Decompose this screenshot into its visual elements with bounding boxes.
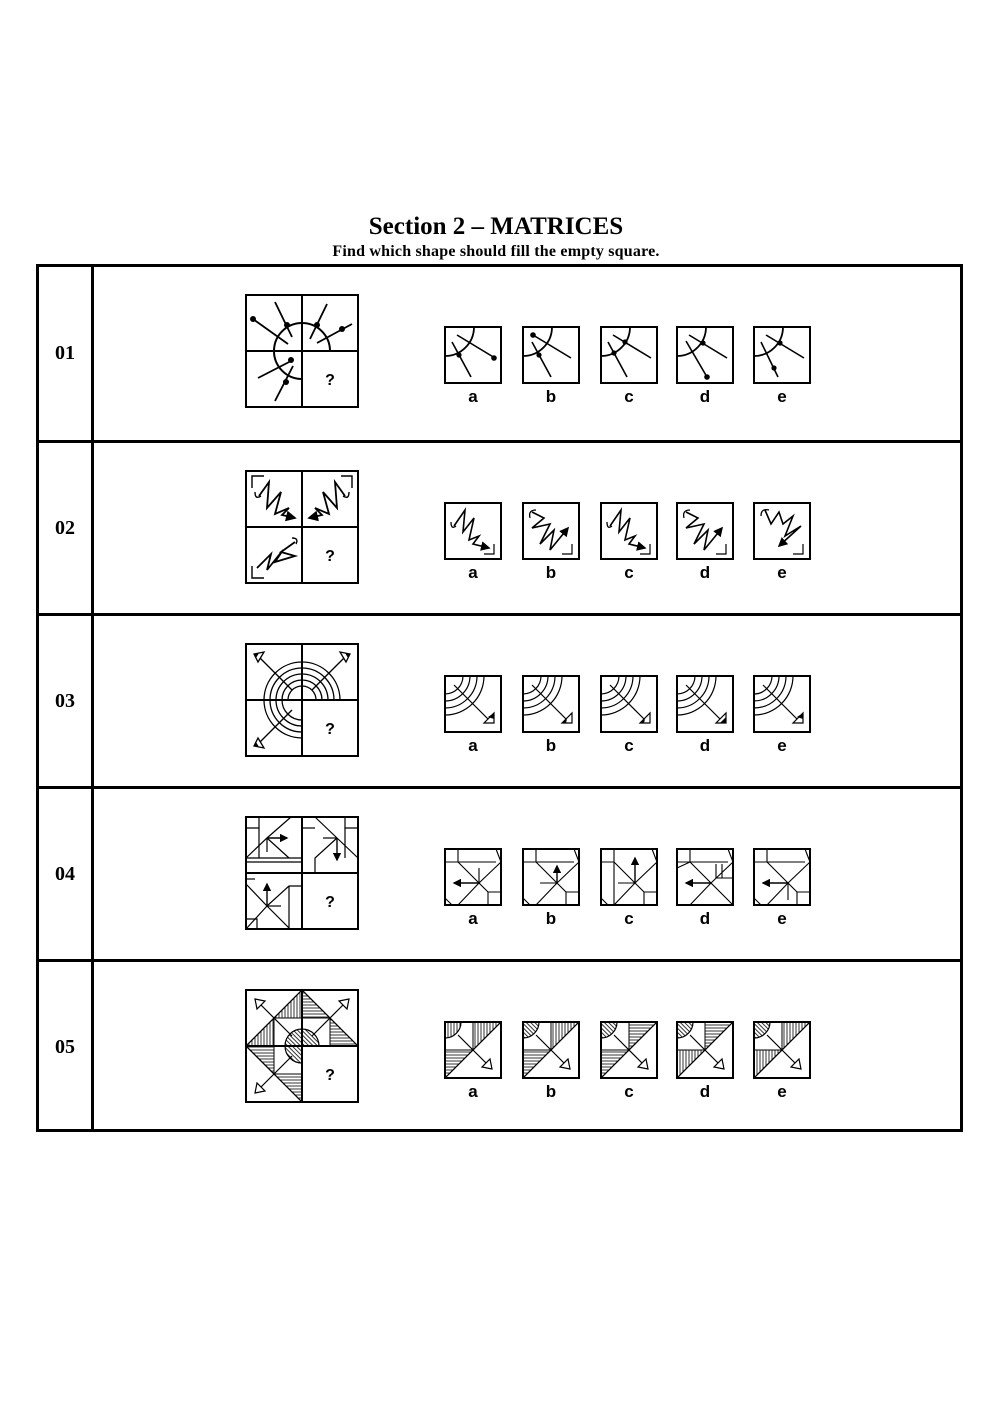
- question-row-04: 04 ?: [39, 786, 960, 959]
- option-b[interactable]: b: [522, 1021, 581, 1102]
- option-e[interactable]: e: [753, 326, 811, 407]
- option-label: a: [468, 387, 478, 406]
- concentric-arcs-arrows-icon: ?: [245, 643, 359, 757]
- concentric-arcs-option-icon: [444, 675, 502, 733]
- option-label: a: [468, 563, 478, 582]
- zigzag-option-icon: [753, 502, 811, 560]
- option-c[interactable]: c: [600, 326, 658, 407]
- option-d[interactable]: d: [676, 1021, 735, 1102]
- option-label: d: [699, 387, 711, 406]
- option-c[interactable]: c: [600, 848, 658, 929]
- arc-lines-option-icon: [522, 326, 580, 384]
- question-number: 05: [39, 962, 94, 1132]
- option-c[interactable]: c: [600, 675, 658, 756]
- option-label: c: [624, 736, 634, 755]
- option-d[interactable]: d: [676, 502, 734, 583]
- zigzag-option-icon: [676, 502, 734, 560]
- option-b[interactable]: b: [522, 326, 580, 407]
- option-label: e: [777, 909, 787, 928]
- option-e[interactable]: e: [753, 1021, 812, 1102]
- option-label: b: [545, 563, 557, 582]
- option-label: b: [545, 736, 557, 755]
- instructions: Find which shape should fill the empty s…: [332, 243, 660, 260]
- option-d[interactable]: d: [676, 675, 734, 756]
- arc-lines-option-icon: [676, 326, 734, 384]
- missing-cell-label: ?: [325, 548, 335, 565]
- question-row-02: 02 ? a: [39, 440, 960, 613]
- missing-cell-label: ?: [325, 721, 335, 738]
- question-number: 02: [39, 443, 94, 613]
- hatched-option-icon: [444, 1021, 503, 1080]
- option-e[interactable]: e: [753, 502, 811, 583]
- option-label: c: [624, 1082, 634, 1101]
- option-label: a: [468, 736, 478, 755]
- missing-cell-label: ?: [325, 894, 335, 911]
- option-label: b: [545, 909, 557, 928]
- arc-lines-option-icon: [444, 326, 502, 384]
- octagon-option-icon: [600, 848, 658, 906]
- arc-lines-with-dots-icon: ?: [245, 294, 359, 408]
- option-a[interactable]: a: [444, 502, 502, 583]
- option-label: b: [545, 387, 557, 406]
- arc-lines-option-icon: [600, 326, 658, 384]
- concentric-arcs-option-icon: [676, 675, 734, 733]
- zigzag-option-icon: [444, 502, 502, 560]
- zigzag-option-icon: [522, 502, 580, 560]
- question-row-01: 01 ? a: [39, 267, 960, 440]
- option-e[interactable]: e: [753, 675, 811, 756]
- hatched-triangles-arrow-icon: ?: [244, 988, 360, 1104]
- option-label: e: [777, 736, 787, 755]
- option-label: e: [777, 1082, 787, 1101]
- missing-cell-label: ?: [325, 1067, 335, 1084]
- option-a[interactable]: a: [444, 1021, 503, 1102]
- octagon-option-icon: [753, 848, 811, 906]
- concentric-arcs-option-icon: [753, 675, 811, 733]
- questions-table: 01 ? a: [36, 264, 963, 1132]
- option-label: c: [624, 909, 634, 928]
- option-label: e: [777, 563, 787, 582]
- option-e[interactable]: e: [753, 848, 811, 929]
- hatched-option-icon: [522, 1021, 581, 1080]
- question-number: 04: [39, 789, 94, 959]
- question-row-05: 05 ?: [39, 959, 960, 1132]
- option-b[interactable]: b: [522, 675, 580, 756]
- zigzag-arrow-icon: ?: [245, 470, 359, 584]
- option-a[interactable]: a: [444, 326, 502, 407]
- question-number: 01: [39, 267, 94, 440]
- option-label: d: [699, 1082, 711, 1101]
- option-a[interactable]: a: [444, 675, 502, 756]
- option-d[interactable]: d: [676, 326, 734, 407]
- option-c[interactable]: c: [600, 1021, 659, 1102]
- octagon-option-icon: [444, 848, 502, 906]
- arc-lines-option-icon: [753, 326, 811, 384]
- missing-cell-label: ?: [325, 372, 335, 389]
- option-label: a: [468, 1082, 478, 1101]
- option-c[interactable]: c: [600, 502, 658, 583]
- option-label: d: [699, 563, 711, 582]
- question-row-03: 03 ?: [39, 613, 960, 786]
- option-label: d: [699, 736, 711, 755]
- option-d[interactable]: d: [676, 848, 734, 929]
- option-label: d: [699, 909, 711, 928]
- concentric-arcs-option-icon: [600, 675, 658, 733]
- option-label: c: [624, 387, 634, 406]
- octagon-option-icon: [522, 848, 580, 906]
- concentric-arcs-option-icon: [522, 675, 580, 733]
- option-label: a: [468, 909, 478, 928]
- option-b[interactable]: b: [522, 848, 580, 929]
- option-a[interactable]: a: [444, 848, 502, 929]
- octagon-arrow-icon: ?: [245, 816, 359, 930]
- hatched-option-icon: [600, 1021, 659, 1080]
- option-b[interactable]: b: [522, 502, 580, 583]
- option-label: e: [777, 387, 787, 406]
- hatched-option-icon: [676, 1021, 735, 1080]
- zigzag-option-icon: [600, 502, 658, 560]
- octagon-option-icon: [676, 848, 734, 906]
- option-label: c: [624, 563, 634, 582]
- option-label: b: [545, 1082, 557, 1101]
- hatched-option-icon: [753, 1021, 812, 1080]
- section-title: Section 2 – MATRICES: [368, 213, 624, 240]
- question-number: 03: [39, 616, 94, 786]
